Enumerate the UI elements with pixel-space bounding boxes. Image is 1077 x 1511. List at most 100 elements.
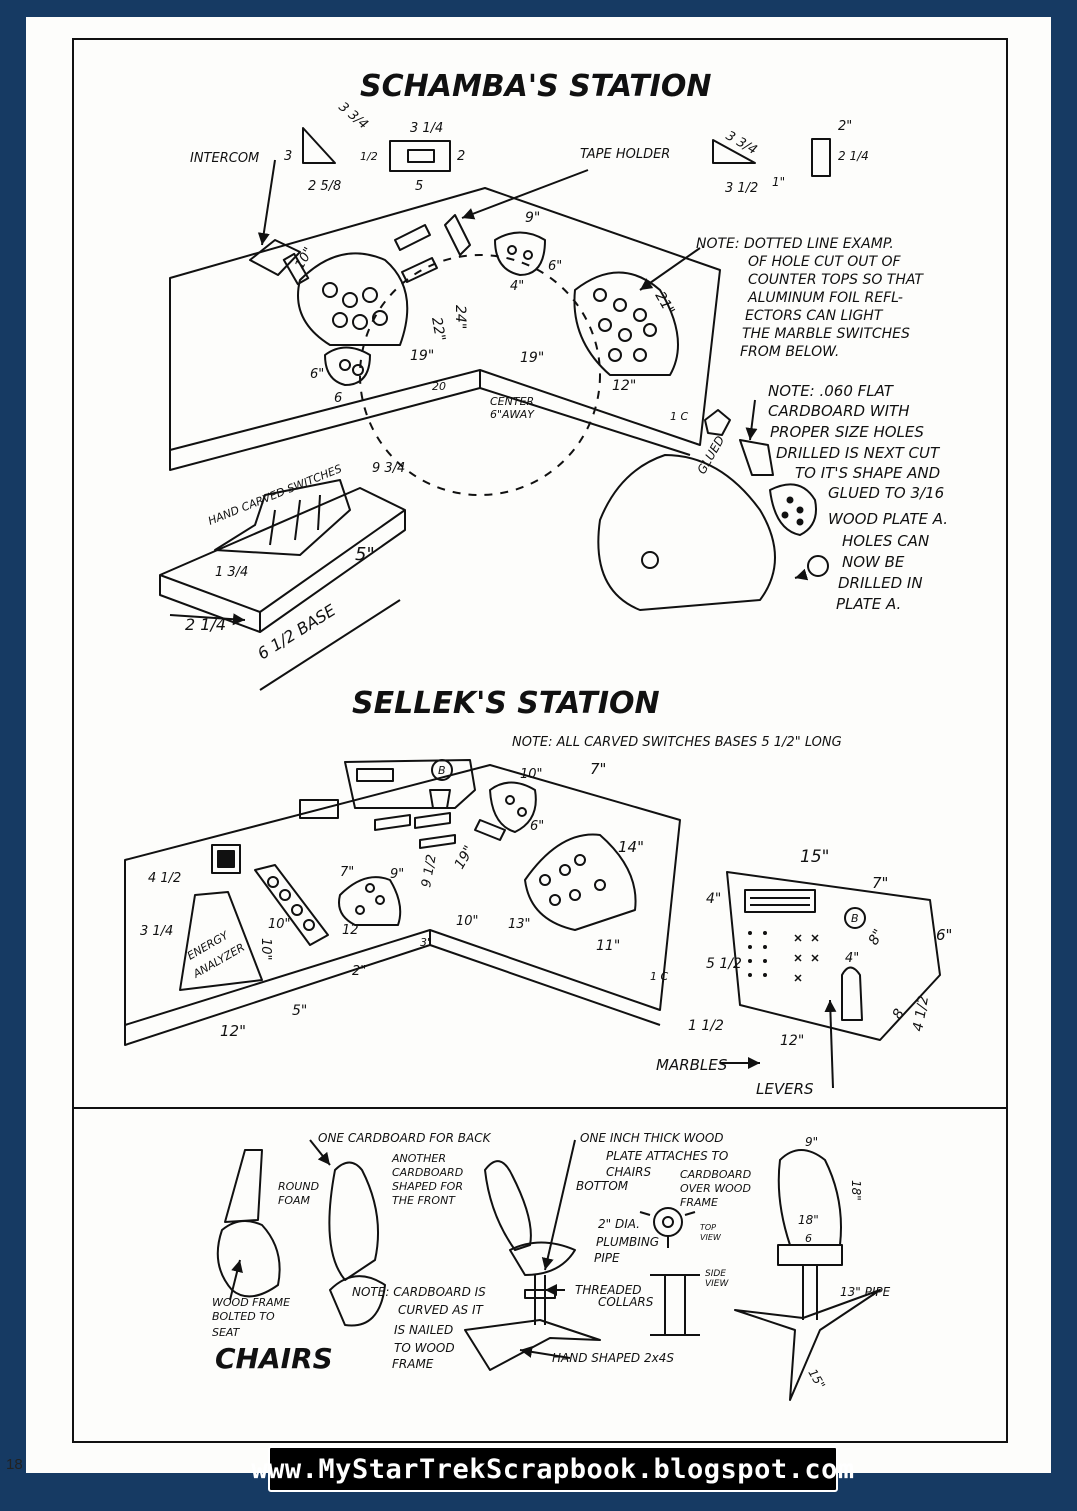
chair-side-profile [484, 1160, 532, 1251]
label-plate-1: ONE INCH THICK WOOD [580, 1131, 724, 1145]
dim-schamba-12: 12" [612, 378, 636, 394]
drawing-border [72, 38, 1008, 1443]
dim-sellek-13: 13" [508, 917, 531, 932]
label-pipe-2: PLUMBING [596, 1235, 659, 1249]
page-number: 18 [6, 1456, 23, 1473]
dim-sellek-8b: 8 [890, 1006, 908, 1022]
schamba-station-section [159, 127, 831, 691]
sellek-title: SELLEK'S STATION [352, 686, 660, 721]
note-card-line-8: HOLES CAN [842, 532, 929, 550]
label-threaded-2: COLLARS [598, 1295, 654, 1309]
label-side-view-1: SIDE [705, 1269, 726, 1279]
dim-schamba-2in: 2" [838, 119, 852, 134]
levers-label: LEVERS [756, 1080, 814, 1098]
note-card-line-4: DRILLED IS NEXT CUT [776, 444, 941, 462]
dim-sellek-4b: 4" [845, 951, 859, 966]
dim-sellek-6: 6" [530, 819, 544, 834]
lever-panel [726, 871, 941, 1041]
url-text[interactable]: www.MyStarTrekScrapbook.blogspot.com [251, 1453, 855, 1485]
label-cb-2: OVER WOOD [680, 1182, 751, 1195]
dim-sellek-9-1-2: 9 1/2 [419, 853, 440, 888]
dim-schamba-6c: 6 [334, 391, 342, 406]
dim-sellek-10b: 10" [258, 938, 273, 961]
label-another-3: SHAPED FOR [392, 1180, 463, 1193]
dim-sellek-10c: 10" [268, 917, 291, 932]
dim-sellek-19: 19" [452, 843, 478, 872]
dim-sellek-6b: 6" [936, 926, 952, 944]
dim-schamba-6b: 6" [310, 367, 324, 382]
top-view-plate [653, 1207, 683, 1237]
dim-schamba-9-3-4: 9 3/4 [372, 461, 405, 476]
note-dotted-line-3: COUNTER TOPS SO THAT [748, 272, 924, 288]
note-card-line-9: NOW BE [842, 553, 905, 571]
sellek-note: NOTE: ALL CARVED SWITCHES BASES 5 1/2" L… [512, 735, 842, 750]
label-chair-note-2: CURVED AS IT [398, 1303, 485, 1317]
schamba-right-console [573, 271, 679, 376]
dim-schamba-24: 24" [452, 305, 468, 329]
dim-sellek-5-1-2: 5 1/2 [706, 956, 742, 972]
label-another-2: CARDBOARD [392, 1166, 463, 1179]
label-pipe-3: PIPE [594, 1251, 620, 1265]
label-cb-1: CARDBOARD [680, 1168, 751, 1181]
dim-schamba-6: 6" [548, 259, 562, 274]
chair-frame-1 [224, 1149, 263, 1223]
schamba-left-console [297, 252, 409, 346]
dim-schamba-1-2: 1/2 [360, 150, 378, 163]
base-label: 6 1/2 BASE [254, 600, 340, 663]
dim-schamba-2-1-4b: 2 1/4 [185, 615, 226, 634]
label-top-view-2: VIEW [700, 1233, 722, 1242]
note-card-line-2: CARDBOARD WITH [768, 402, 910, 420]
dim-schamba-3-3-4: 3 3/4 [335, 100, 370, 133]
note-dotted-line-6: THE MARBLE SWITCHES [742, 326, 910, 342]
note-dotted-line-4: ALUMINUM FOIL REFL- [747, 290, 903, 306]
dim-schamba-19b: 19" [520, 350, 544, 366]
dim-sellek-4-1-2b: 4 1/2 [910, 994, 932, 1032]
chairs-title: CHAIRS [215, 1342, 333, 1375]
b-marker-panel: B [851, 912, 859, 925]
dim-schamba-21: 21" [652, 289, 678, 318]
b-marker-upper: B [438, 764, 446, 777]
label-chair-note-5: FRAME [392, 1357, 434, 1371]
chairs-section [216, 1139, 881, 1401]
dim-chair-6: 6 [805, 1232, 812, 1245]
note-dotted-line-1: NOTE: DOTTED LINE EXAMP. [696, 236, 894, 252]
label-side-view-2: VIEW [705, 1279, 729, 1289]
wood-plate-a [597, 454, 776, 611]
dim-sellek-7c: 7" [872, 874, 888, 892]
label-hand-shaped: HAND SHAPED 2x4S [552, 1351, 674, 1365]
dim-sellek-11: 11" [596, 938, 620, 954]
label-round-foam-2: FOAM [278, 1194, 311, 1207]
dim-schamba-3: 3 [284, 149, 292, 164]
dim-sellek-1-1-2: 1 1/2 [688, 1018, 724, 1034]
center-away-label: 6"AWAY [490, 408, 535, 421]
dim-sellek-9: 9" [390, 867, 404, 882]
dim-sellek-8: 8" [866, 927, 888, 948]
dim-schamba-4: 4" [510, 279, 524, 294]
dim-schamba-5: 5 [415, 179, 423, 194]
note-dotted-line-7: FROM BELOW. [740, 344, 839, 360]
label-wood-frame-1: WOOD FRAME [212, 1296, 290, 1309]
label-chair-note-4: TO WOOD [394, 1341, 455, 1355]
label-pipe-13: 13" PIPE [840, 1285, 891, 1299]
dim-sellek-3-1-4: 3 1/4 [140, 924, 173, 939]
tape-holder-label: TAPE HOLDER [580, 147, 670, 162]
label-plate-2: PLATE ATTACHES TO [606, 1149, 728, 1163]
intercom-box [249, 239, 301, 276]
dim-schamba-2: 2 [457, 149, 465, 164]
note-card-line-10: DRILLED IN [838, 574, 923, 592]
note-card-line-6: GLUED TO 3/16 [828, 484, 944, 502]
dim-chair-9: 9" [805, 1135, 818, 1149]
dim-schamba-1: 1" [772, 175, 785, 189]
sellek-right-console [524, 833, 637, 931]
dim-schamba-3-1-2: 3 1/2 [725, 181, 758, 196]
label-pipe-1: 2" DIA. [598, 1217, 640, 1231]
tape-holder [444, 214, 471, 256]
url-banner[interactable]: www.MyStarTrekScrapbook.blogspot.com [251, 1446, 854, 1492]
label-threaded-1: THREADED [575, 1283, 642, 1297]
dim-sellek-4-1-2: 4 1/2 [148, 871, 181, 886]
label-wood-frame-3: SEAT [212, 1326, 241, 1339]
note-card-line-1: NOTE: .060 FLAT [768, 382, 895, 400]
dim-schamba-3-3-4b: 3 3/4 [723, 128, 759, 158]
dim-sellek-7b: 7" [340, 865, 354, 880]
